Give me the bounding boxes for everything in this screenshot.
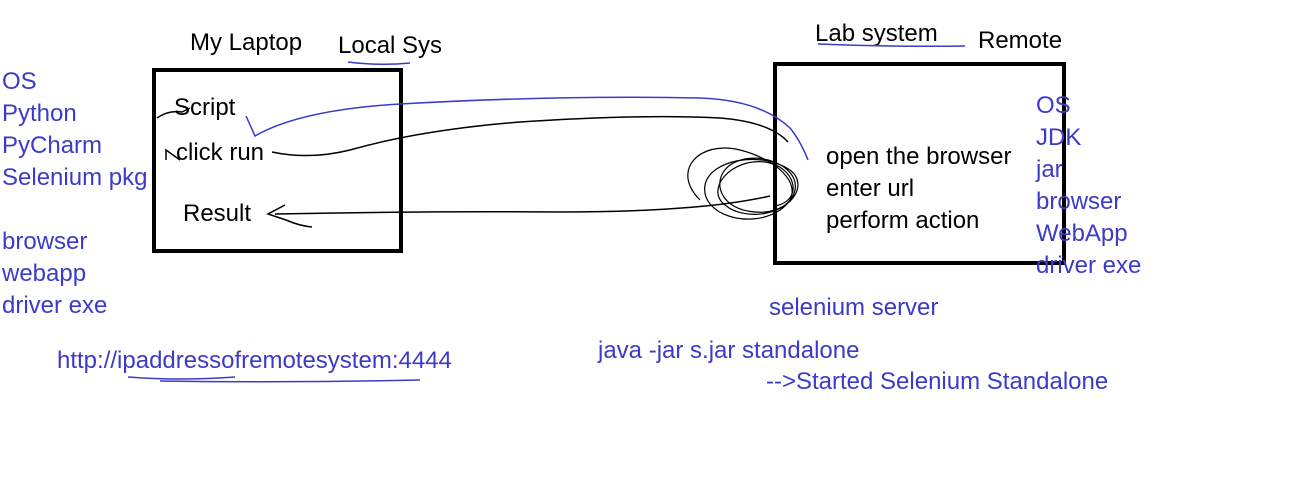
url-underline-1 (127, 376, 236, 380)
remote-actions-list: open the browser enter url perform actio… (826, 141, 1011, 237)
result-label: Result (183, 200, 252, 227)
list-item: browser (1036, 188, 1122, 215)
local-requirements-list-2: browser webapp driver exe (2, 226, 107, 322)
remote-requirements-list: OS JDK jar browser WebApp driver exe (1036, 90, 1141, 282)
script-label: Script (174, 94, 236, 121)
list-item: enter url (826, 175, 915, 202)
list-item: JDK (1036, 124, 1082, 151)
local-machine-box (152, 68, 403, 253)
local-requirements-list: OS Python PyCharm Selenium pkg (2, 66, 147, 194)
list-item: Python (2, 100, 77, 127)
selenium-server-label: selenium server (769, 294, 939, 321)
list-item: OS (1036, 92, 1071, 119)
list-item: WebApp (1036, 220, 1128, 247)
remote-machine-title: Lab system (815, 20, 938, 47)
remote-machine-subtitle: Remote (978, 27, 1063, 54)
click-run-label: click run (176, 139, 265, 166)
local-machine-title: My Laptop (190, 29, 303, 56)
local-sys-underline (347, 61, 411, 66)
local-machine-subtitle: Local Sys (338, 32, 443, 59)
server-start-command: java -jar s.jar standalone (598, 337, 860, 364)
list-item: webapp (2, 260, 87, 287)
list-item: Selenium pkg (2, 164, 148, 191)
list-item: browser (2, 228, 88, 255)
list-item: jar (1036, 156, 1063, 183)
list-item: perform action (826, 207, 980, 234)
list-item: open the browser (826, 143, 1012, 170)
server-start-output: -->Started Selenium Standalone (766, 368, 1109, 395)
remote-url: http://ipaddressofremotesystem:4444 (57, 347, 452, 374)
list-item: driver exe (2, 292, 108, 319)
list-item: PyCharm (2, 132, 103, 159)
list-item: OS (2, 68, 37, 95)
list-item: driver exe (1036, 252, 1142, 279)
url-underline-2 (159, 379, 421, 383)
